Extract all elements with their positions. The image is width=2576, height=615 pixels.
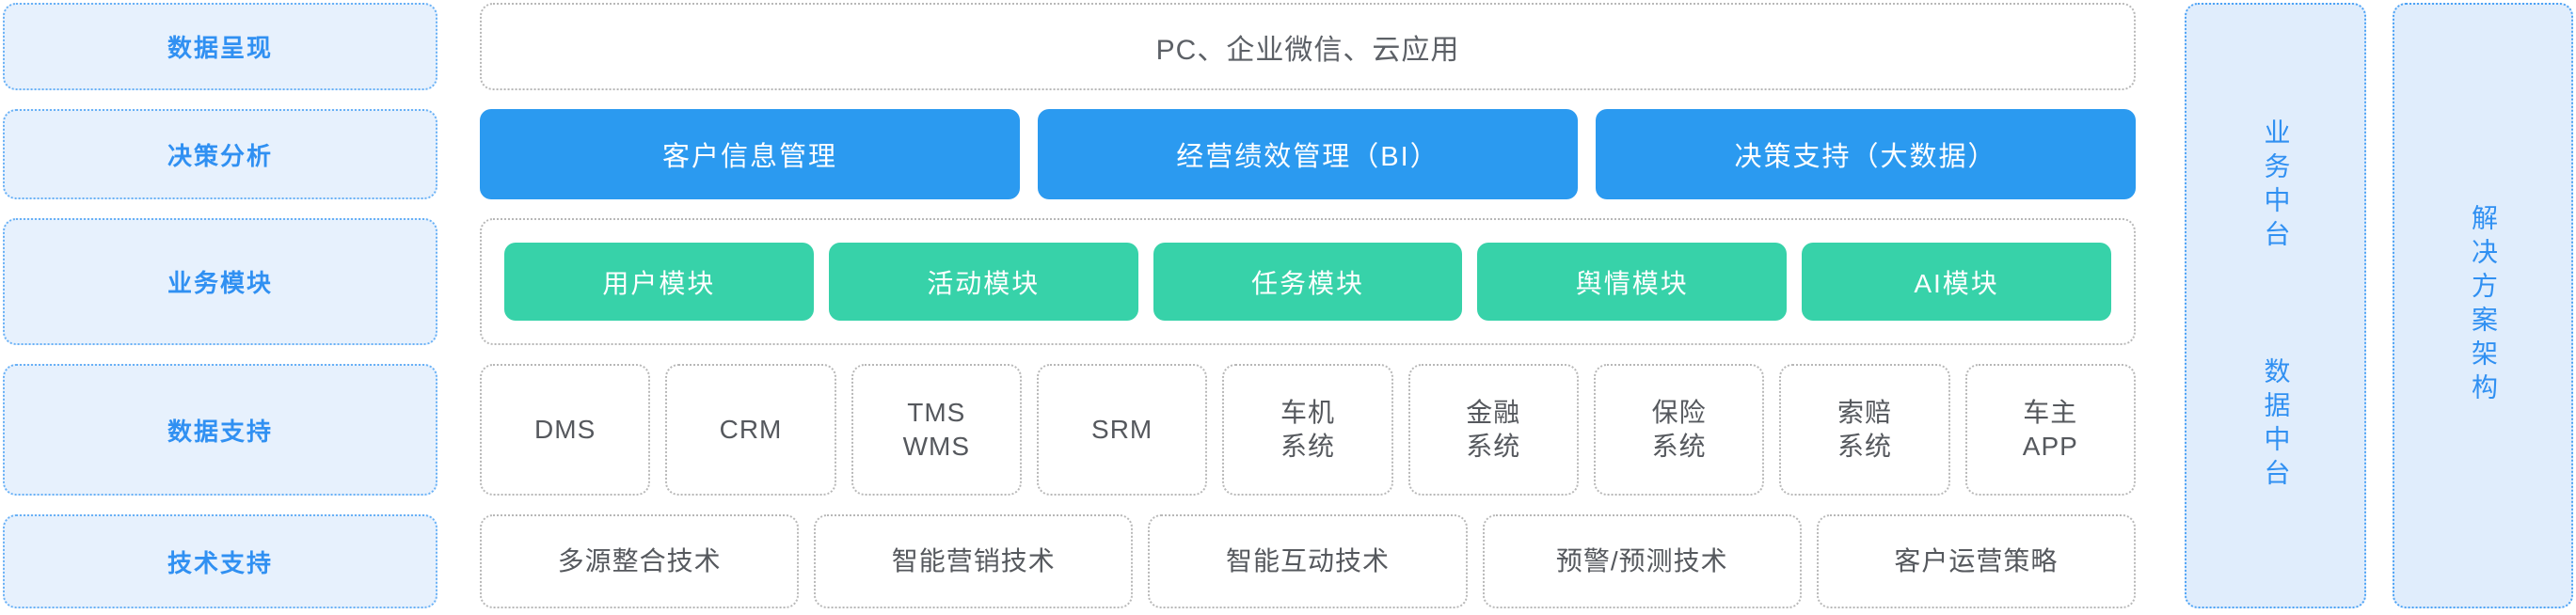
system-srm: SRM bbox=[1036, 364, 1208, 496]
layer-label-text: 业务模块 bbox=[167, 269, 273, 297]
system-dms: DMS bbox=[480, 364, 651, 496]
tech-multisource-integration: 多源整合技术 bbox=[480, 514, 800, 608]
system-vehicle: 车机 系统 bbox=[1222, 364, 1393, 496]
tech-support-row: 多源整合技术 智能营销技术 智能互动技术 预警/预测技术 客户运营策略 bbox=[480, 514, 2137, 608]
decision-item-customer-info: 客户信息管理 bbox=[480, 109, 1020, 199]
decision-item-bi: 经营绩效管理（BI） bbox=[1038, 109, 1578, 199]
tech-smart-interaction: 智能互动技术 bbox=[1148, 514, 1468, 608]
middle-platform-bar: 业务中台 数据中台 bbox=[2185, 3, 2366, 608]
presentation-channels-box: PC、企业微信、云应用 bbox=[480, 3, 2136, 90]
decision-item-bigdata: 决策支持（大数据） bbox=[1596, 109, 2136, 199]
data-middle-platform-label: 数据中台 bbox=[2261, 357, 2291, 493]
business-modules-box: 用户模块 活动模块 任务模块 舆情模块 AI模块 bbox=[480, 218, 2136, 345]
tech-alert-prediction: 预警/预测技术 bbox=[1482, 514, 1802, 608]
layer-label-tech-support: 技术支持 bbox=[3, 514, 437, 608]
layer-label-data-support: 数据支持 bbox=[3, 364, 437, 496]
layer-labels-column: 数据呈现 决策分析 业务模块 数据支持 技术支持 bbox=[3, 3, 437, 608]
data-support-row: DMS CRM TMS WMS SRM 车机 系统 金融 系统 保险 系统 索赔… bbox=[480, 364, 2136, 496]
layer-label-text: 数据支持 bbox=[167, 417, 273, 446]
system-tms-wms: TMS WMS bbox=[851, 364, 1022, 496]
module-ai: AI模块 bbox=[1802, 243, 2111, 321]
tech-smart-marketing: 智能营销技术 bbox=[814, 514, 1134, 608]
system-finance: 金融 系统 bbox=[1407, 364, 1579, 496]
layer-label-business-modules: 业务模块 bbox=[3, 218, 437, 345]
presentation-channels-text: PC、企业微信、云应用 bbox=[1155, 34, 1460, 66]
layer-label-text: 技术支持 bbox=[167, 548, 273, 577]
system-claims: 索赔 系统 bbox=[1779, 364, 1950, 496]
module-user: 用户模块 bbox=[504, 243, 814, 321]
business-modules-row: 用户模块 活动模块 任务模块 舆情模块 AI模块 bbox=[504, 243, 2111, 321]
business-middle-platform-label: 业务中台 bbox=[2261, 118, 2291, 254]
main-content-column: PC、企业微信、云应用 客户信息管理 经营绩效管理（BI） 决策支持（大数据） … bbox=[480, 3, 2137, 608]
layer-label-text: 数据呈现 bbox=[167, 34, 273, 62]
layer-label-text: 决策分析 bbox=[167, 141, 273, 170]
system-crm: CRM bbox=[665, 364, 836, 496]
solution-architecture-label: 解决方案架构 bbox=[2469, 204, 2498, 407]
module-task: 任务模块 bbox=[1153, 243, 1463, 321]
system-owner-app: 车主 APP bbox=[1964, 364, 2136, 496]
tech-customer-operation: 客户运营策略 bbox=[1816, 514, 2137, 608]
system-insurance: 保险 系统 bbox=[1593, 364, 1765, 496]
layer-label-decision-analysis: 决策分析 bbox=[3, 109, 437, 199]
module-activity: 活动模块 bbox=[828, 243, 1138, 321]
layer-label-data-presentation: 数据呈现 bbox=[3, 3, 437, 90]
solution-architecture-bar: 解决方案架构 bbox=[2393, 3, 2573, 608]
decision-analysis-row: 客户信息管理 经营绩效管理（BI） 决策支持（大数据） bbox=[480, 109, 2136, 199]
module-sentiment: 舆情模块 bbox=[1477, 243, 1788, 321]
